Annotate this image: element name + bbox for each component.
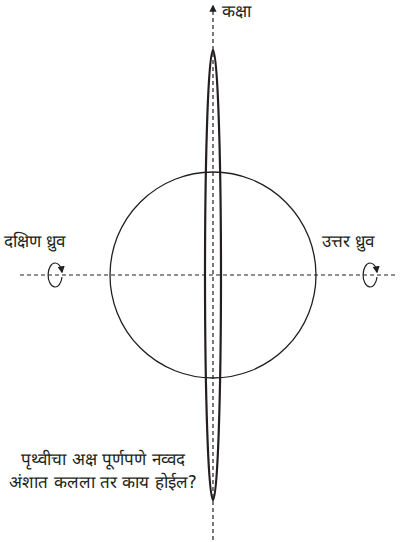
earth-axis <box>20 274 395 275</box>
question-note: पृथ्वीचा अक्ष पूर्णपणे नव्वद अंशात कलला … <box>8 448 198 494</box>
rotation-arrow <box>48 263 62 287</box>
rotation-arrow <box>363 263 377 287</box>
earth-circle <box>110 172 316 378</box>
pole-label: दक्षिण ध्रुव <box>4 230 65 253</box>
pole-label: उत्तर ध्रुव <box>322 230 374 253</box>
orbit-axis <box>212 6 213 540</box>
rotation-arrow <box>370 263 377 272</box>
orbit-ellipse <box>205 50 221 500</box>
rotation-arrow <box>55 263 62 272</box>
orbit-label: कक्षा <box>222 0 251 23</box>
